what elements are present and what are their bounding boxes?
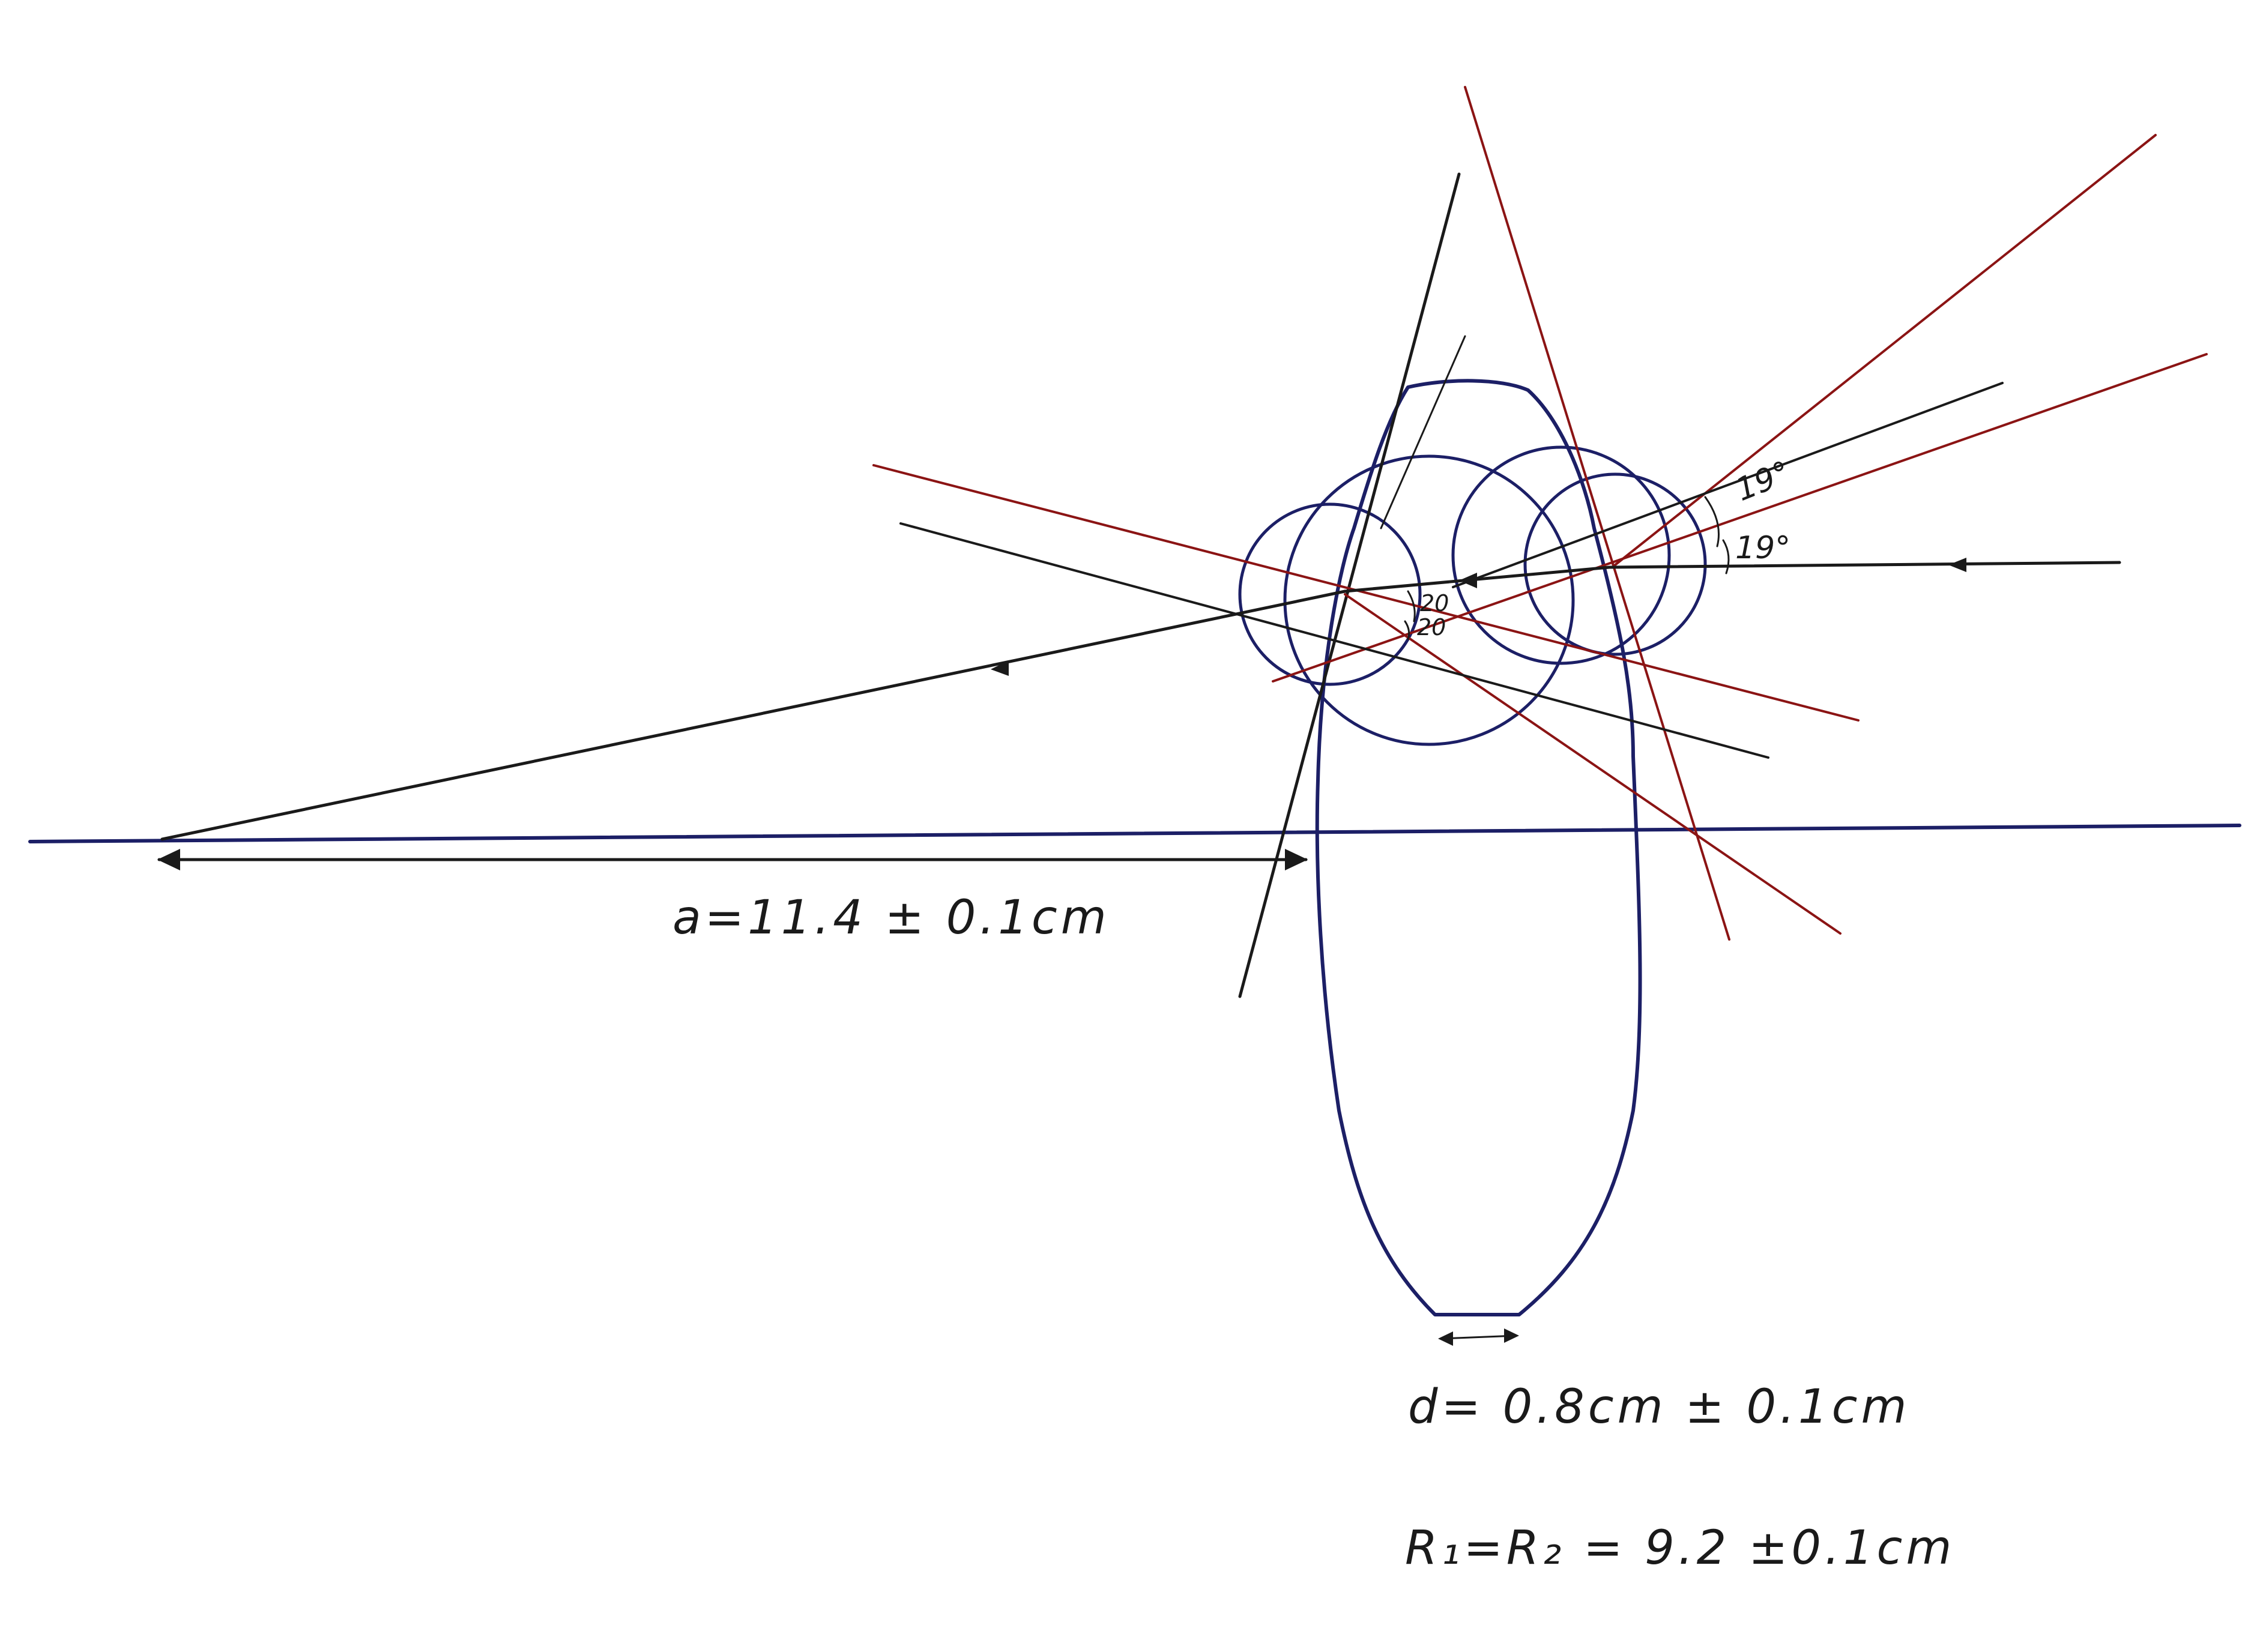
distance-a-arrow-left: [157, 849, 180, 870]
normal-line-5: [1344, 593, 1842, 935]
angle-label-left-upper: 20: [1420, 590, 1449, 616]
incident-ray: [1607, 561, 2121, 569]
ray-arrow-inside: [1459, 573, 1477, 588]
ray-arrow-emerging: [991, 660, 1009, 676]
thickness-arrow-right: [1504, 1328, 1519, 1343]
angle-arc-right-upper: [1704, 496, 1720, 547]
construction-line-black-2: [1452, 382, 2004, 588]
distance-a-label: a=11.4 ± 0.1cm: [672, 891, 1110, 945]
construction-circle-1: [1238, 502, 1422, 686]
angle-arc-left-upper: [1407, 590, 1416, 623]
angle-label-left-lower: 20: [1417, 614, 1446, 641]
angle-arc-right-lower: [1722, 539, 1730, 574]
angle-label-right-lower: 19°: [1735, 530, 1790, 566]
thickness-arrow-line: [1440, 1334, 1517, 1340]
emerging-ray: [160, 589, 1347, 841]
normal-line-2: [1464, 86, 1730, 941]
optical-axis: [28, 824, 2241, 843]
normal-line-3: [1611, 134, 2157, 568]
construction-line-black-1: [899, 522, 1769, 759]
normal-line-4: [1272, 353, 2208, 683]
angle-arc-left-lower: [1404, 620, 1410, 641]
thickness-arrow-left: [1438, 1331, 1453, 1346]
ray-arrow-incident: [1948, 558, 1966, 572]
radii-label: R₁=R₂ = 9.2 ±0.1cm: [1405, 1521, 1955, 1575]
tangent-line-left-b: [1380, 335, 1466, 529]
construction-circle-4: [1523, 472, 1707, 656]
thickness-d-label: d= 0.8cm ± 0.1cm: [1408, 1380, 1910, 1434]
distance-a-arrow-right: [1285, 849, 1308, 870]
construction-circle-2: [1283, 454, 1575, 746]
construction-circle-3: [1451, 445, 1671, 665]
normal-line-1: [872, 464, 1860, 722]
